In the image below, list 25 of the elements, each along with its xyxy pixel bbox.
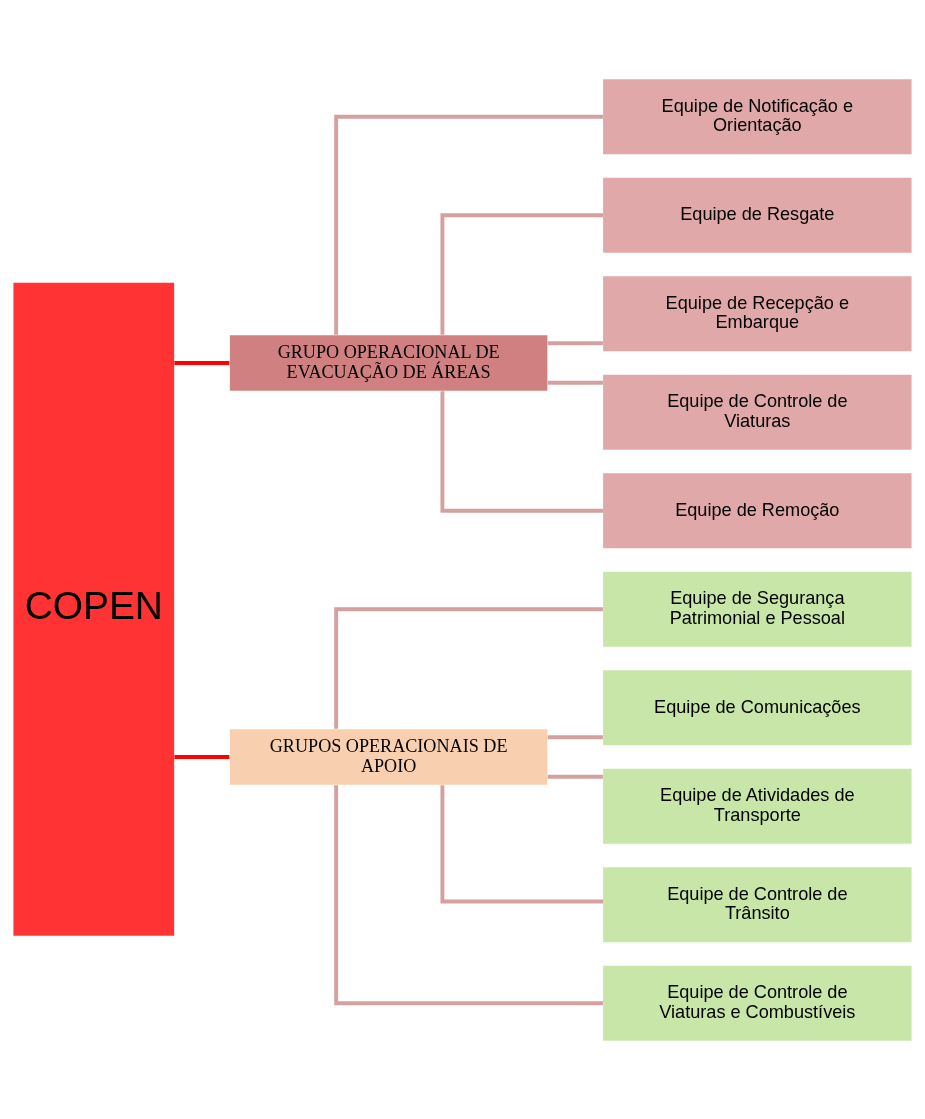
node-box: Equipe de Comunicações — [603, 669, 912, 745]
connector — [547, 380, 603, 385]
connector — [440, 784, 604, 903]
connector — [334, 114, 603, 335]
connector — [334, 606, 603, 729]
connector — [440, 212, 604, 335]
connector — [547, 774, 603, 779]
node-box: Equipe de Segurança Patrimonial e Pessoal — [603, 571, 912, 647]
connector — [334, 784, 603, 1005]
connector — [440, 390, 604, 513]
connector — [547, 734, 603, 739]
node-box: Equipe de Resgate — [603, 177, 912, 253]
node-box: Equipe de Recepção e Embarque — [603, 275, 912, 351]
connector — [547, 340, 603, 345]
node-box: Equipe de Remoção — [603, 472, 912, 548]
node-box: Equipe de Controle de Trânsito — [603, 866, 912, 942]
node-box: Equipe de Controle de Viaturas e Combustíveis — [603, 965, 912, 1041]
node-box: Equipe de Atividades de Transporte — [603, 768, 912, 844]
node-box: Equipe de Controle de Viaturas — [603, 374, 912, 450]
node-box: GRUPO OPERACIONAL DE EVACUAÇÃO DE ÁREAS — [229, 334, 548, 391]
connector — [174, 754, 230, 759]
connector — [174, 360, 230, 365]
node-box: GRUPOS OPERACIONAIS DE APOIO — [229, 728, 548, 785]
node-box: Equipe de Notificação e Orientação — [603, 78, 912, 154]
node-box: COPEN — [13, 282, 175, 936]
